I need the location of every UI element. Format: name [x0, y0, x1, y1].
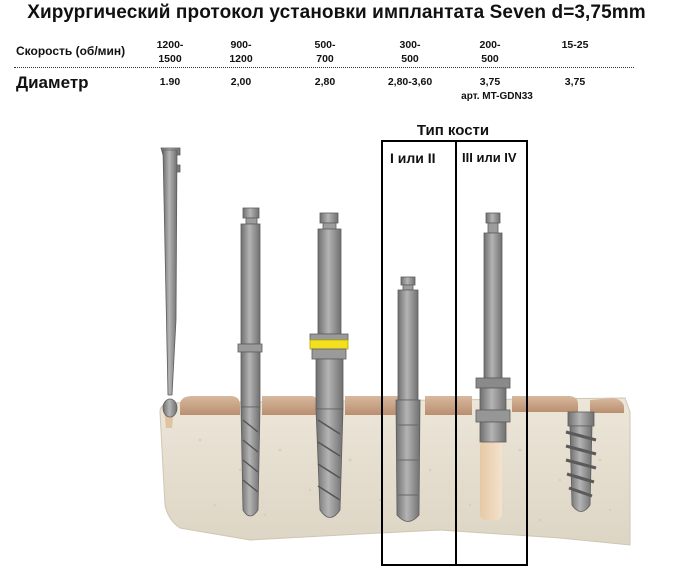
- yellow-depth-band: [309, 339, 349, 350]
- protocol-title: Хирургический протокол установки имплант…: [27, 2, 646, 23]
- diameter-cell-6: 3,75: [564, 76, 586, 88]
- installed-implant: [565, 411, 597, 512]
- twist-drill-2-00: [237, 207, 263, 517]
- bone-type-2-frame: [455, 140, 528, 566]
- diameter-cell-1: 1.90: [159, 76, 181, 88]
- speed-cell-2: 900-1200: [229, 39, 253, 65]
- bone-type-2-label: III или IV: [462, 150, 517, 165]
- bone-type-title: Тип кости: [416, 122, 490, 139]
- bone-texture: [198, 438, 612, 522]
- diameter-cell-3: 2,80: [314, 76, 336, 88]
- diameter-cell-5: 3,75: [479, 76, 501, 88]
- bone-type-1-label: I или II: [390, 150, 436, 166]
- diameter-row-label: Диаметр: [16, 73, 89, 92]
- row-separator: [14, 67, 634, 68]
- bone-type-1-frame: [381, 140, 457, 566]
- speed-cell-4: 300-500: [399, 39, 421, 65]
- article-note: арт. MT-GDN33: [461, 91, 533, 102]
- gum-layer: [180, 396, 624, 415]
- speed-cell-1: 1200-1500: [156, 39, 184, 65]
- final-drill-2-80-3-60: [395, 276, 421, 522]
- speed-cell-6: 15-25: [561, 39, 589, 51]
- osteotomy-5: [480, 440, 502, 520]
- pilot-drill-1-90: [160, 147, 181, 418]
- diameter-cell-4: 2,80-3,60: [387, 76, 433, 88]
- speed-cell-5: 200-500: [479, 39, 501, 65]
- speed-cell-3: 500-700: [314, 39, 336, 65]
- twist-drill-2-80: [309, 212, 349, 518]
- speed-row-label: Скорость (об/мин): [16, 44, 126, 58]
- diameter-cell-2: 2,00: [230, 76, 252, 88]
- implant-driver-3-75: [475, 212, 511, 443]
